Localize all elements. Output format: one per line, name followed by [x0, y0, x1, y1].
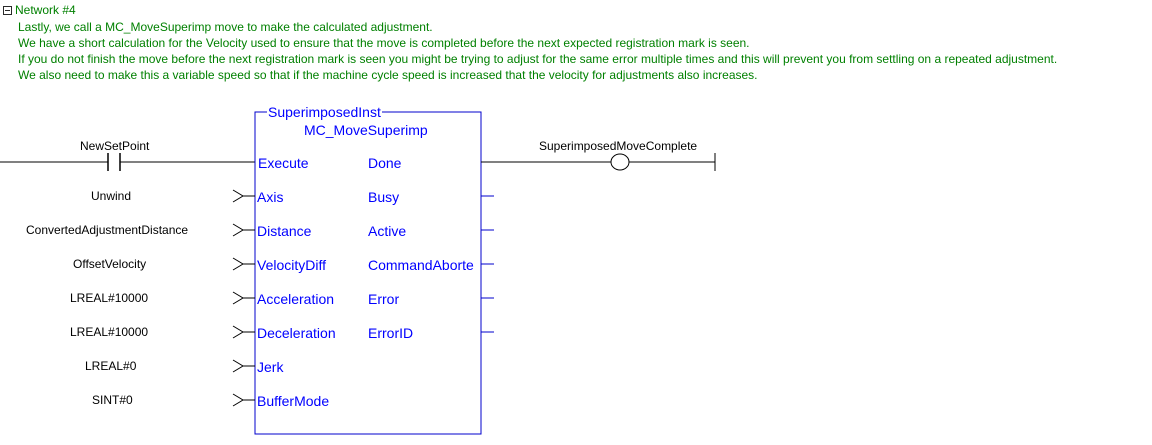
input-variable[interactable]: LREAL#10000: [70, 291, 149, 305]
input-arrow: [232, 393, 244, 407]
input-pin-deceleration: Deceleration: [257, 325, 336, 341]
contact-label: NewSetPoint: [80, 139, 150, 153]
input-pin-distance: Distance: [257, 223, 312, 239]
input-arrow: [232, 223, 244, 237]
comment-line: We also need to make this a variable spe…: [18, 68, 758, 82]
input-variable[interactable]: SINT#0: [92, 393, 133, 407]
output-pin-commandaborted: CommandAborte: [368, 257, 474, 273]
output-pin-error: Error: [368, 291, 400, 307]
input-variable[interactable]: OffsetVelocity: [73, 257, 147, 271]
input-variable[interactable]: ConvertedAdjustmentDistance: [26, 223, 189, 237]
output-pin-active: Active: [368, 223, 407, 239]
comment-line: If you do not finish the move before the…: [18, 52, 1058, 66]
function-block[interactable]: [254, 111, 482, 435]
block-instance-name[interactable]: SuperimposedInst: [267, 104, 382, 120]
input-variable[interactable]: LREAL#10000: [70, 325, 149, 339]
input-arrow: [232, 359, 244, 373]
input-variable[interactable]: Unwind: [91, 189, 132, 203]
output-pin-busy: Busy: [368, 189, 400, 205]
input-pin-velocitydiff: VelocityDiff: [257, 257, 326, 273]
input-pin-jerk: Jerk: [257, 359, 284, 375]
comment-line: We have a short calculation for the Velo…: [18, 36, 750, 50]
network-comment: Lastly, we call a MC_MoveSuperimp move t…: [18, 19, 1057, 83]
coil-label: SuperimposedMoveComplete: [539, 139, 698, 153]
network-header: Network #4: [3, 3, 76, 17]
input-variable[interactable]: LREAL#0: [85, 359, 137, 373]
collapse-toggle-icon[interactable]: [3, 5, 12, 15]
block-type-name: MC_MoveSuperimp: [304, 122, 428, 138]
output-pin-done: Done: [368, 155, 402, 171]
input-arrow: [232, 291, 244, 305]
input-arrow: [232, 189, 244, 203]
contact-newsetpoint[interactable]: [107, 153, 121, 171]
input-pin-buffermode: BufferMode: [257, 393, 330, 409]
coil-superimposedmovecomplete[interactable]: [610, 153, 630, 171]
input-pin-axis: Axis: [257, 189, 284, 205]
network-title: Network #4: [15, 3, 76, 17]
input-arrow: [232, 325, 244, 339]
comment-line: Lastly, we call a MC_MoveSuperimp move t…: [18, 20, 433, 34]
input-pin-acceleration: Acceleration: [257, 291, 335, 307]
output-pin-errorid: ErrorID: [368, 325, 414, 341]
input-arrow: [232, 257, 244, 271]
input-pin-execute: Execute: [258, 155, 309, 171]
